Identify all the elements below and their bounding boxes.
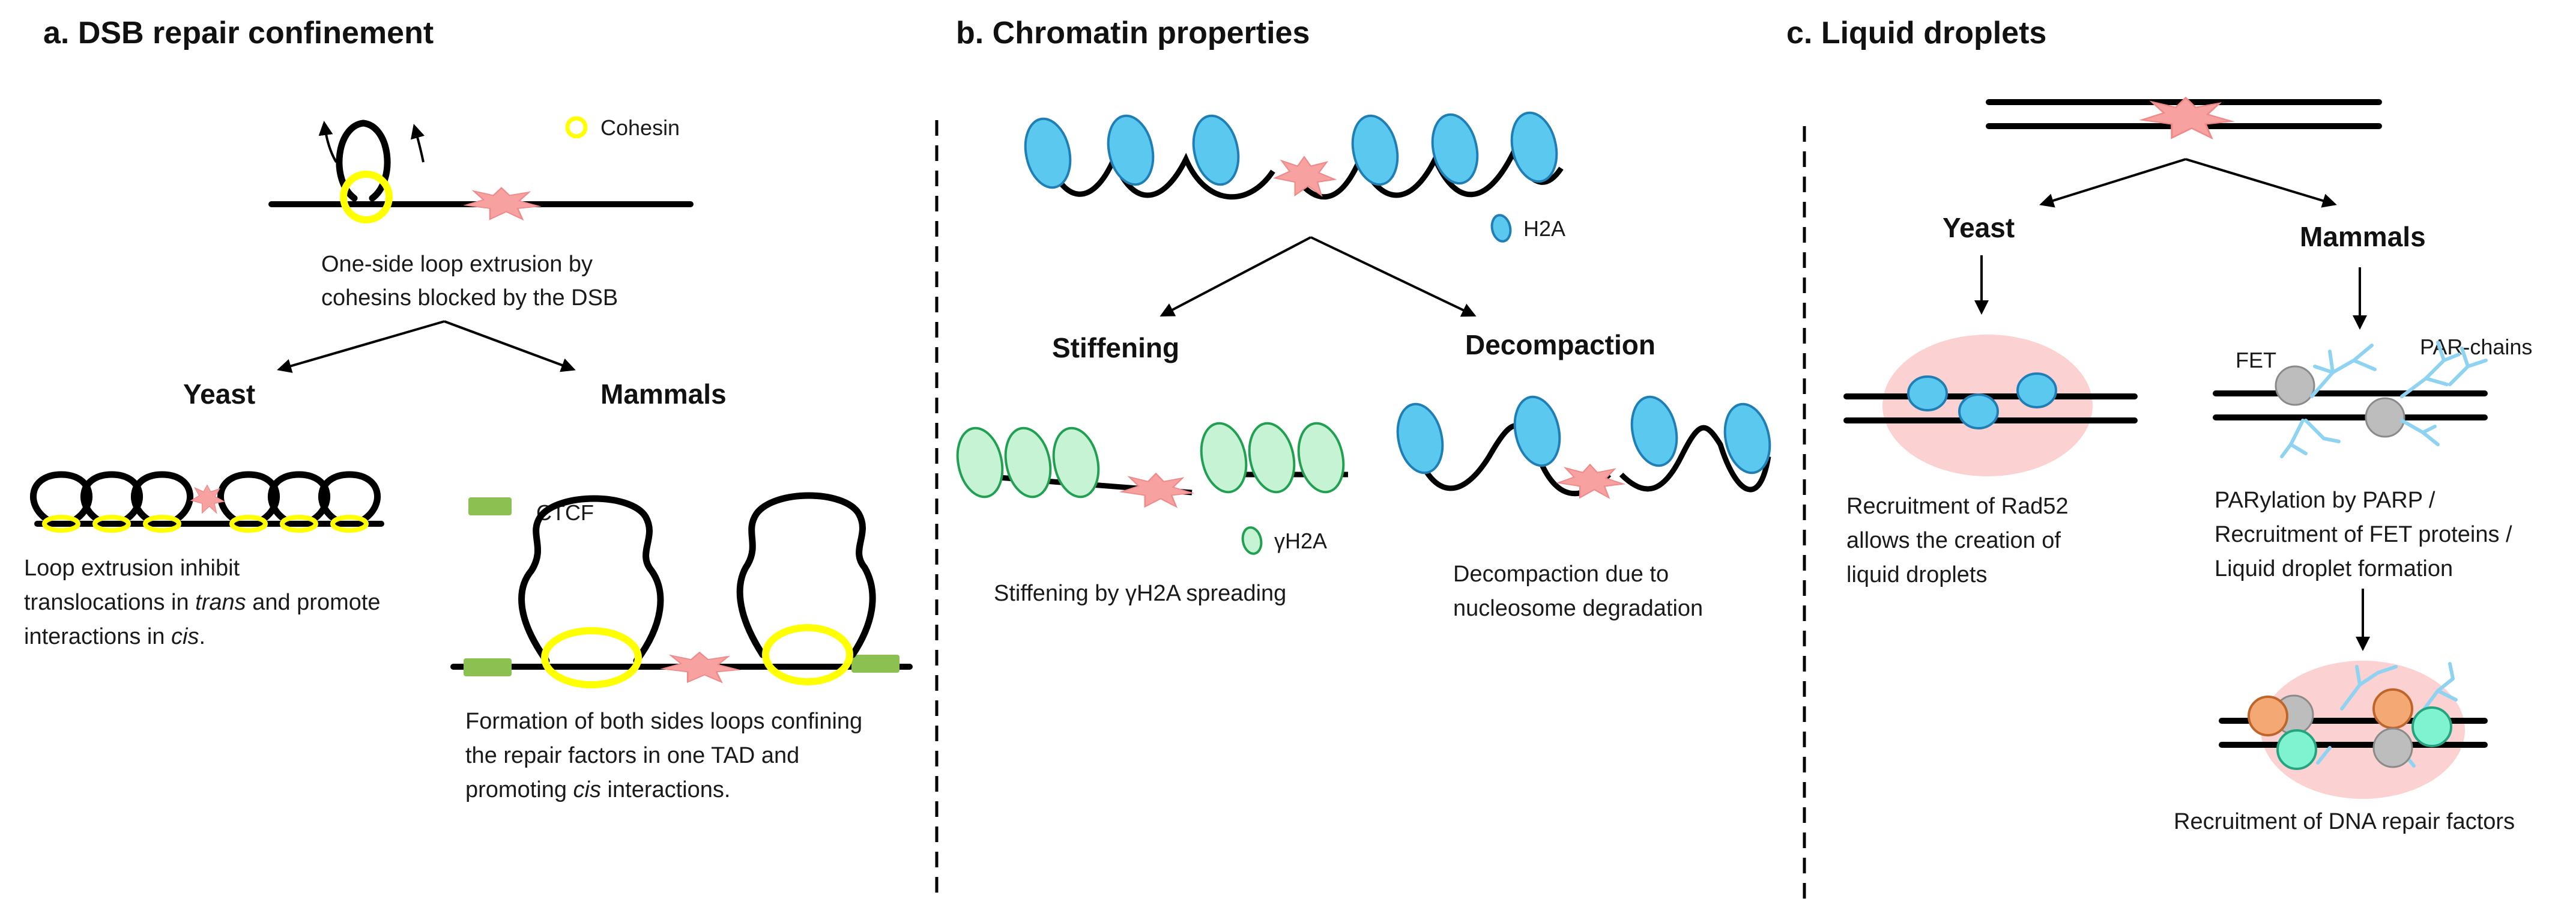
- yeast-loop-array: [30, 471, 384, 533]
- panel-c-caption-yeast-1: Recruitment of Rad52: [1846, 494, 2069, 519]
- repair-droplet: [2219, 661, 2488, 799]
- panel-b-caption-stiffening: Stiffening by γH2A spreading: [994, 581, 1286, 606]
- gamma-h2a-legend-icon: [1241, 526, 1263, 555]
- panel-a-caption-top-1: One-side loop extrusion by: [321, 252, 593, 277]
- panel-a-caption-mammals-3: promoting cis interactions.: [465, 777, 730, 802]
- gamma-h2a-legend-label: γH2A: [1274, 529, 1327, 553]
- h2a-legend-icon: [1490, 214, 1512, 243]
- yeast-droplet: [1843, 335, 2138, 476]
- panel-c-caption-bottom: Recruitment of DNA repair factors: [2174, 809, 2515, 834]
- cohesin-legend-label: Cohesin: [600, 115, 680, 140]
- panel-b-branch-stiffening: Stiffening: [1052, 332, 1179, 363]
- ctcf-legend-icon: [468, 497, 512, 515]
- panel-a-top-schematic: Cohesin: [268, 115, 694, 223]
- panel-b-title: b. Chromatin properties: [956, 16, 1310, 50]
- panel-c-caption-mammals-1: PARylation by PARP /: [2215, 488, 2435, 513]
- panel-a-caption-mammals-2: the repair factors in one TAD and: [465, 743, 799, 768]
- panel-a-caption-yeast-2: translocations in trans and promote: [24, 590, 381, 615]
- repair-factor-orange: [2248, 696, 2288, 736]
- panel-b-branch-decompaction: Decompaction: [1465, 329, 1655, 360]
- par-chains-label: PAR-chains: [2420, 335, 2532, 359]
- panel-a-caption-top-2: cohesins blocked by the DSB: [321, 285, 618, 311]
- rad52-protein: [1907, 375, 1948, 411]
- panel-c: c. Liquid droplets Yeast Mammals Recruit…: [1786, 16, 2532, 834]
- fet-label: FET: [2236, 348, 2276, 372]
- panel-b-top-fiber: H2A: [1024, 111, 1565, 243]
- panel-c-caption-mammals-3: Liquid droplet formation: [2215, 556, 2453, 581]
- mammal-tad-schematic: CTCF: [450, 492, 913, 688]
- panel-b-caption-decompaction-1: Decompaction due to: [1453, 562, 1669, 587]
- cohesin-ring: [340, 171, 393, 223]
- cohesin-legend-icon: [565, 116, 588, 139]
- panel-a-title: a. DSB repair confinement: [43, 16, 434, 50]
- h2a-legend-label: H2A: [1523, 216, 1565, 241]
- panel-b-caption-decompaction-2: nucleosome degradation: [1453, 596, 1703, 621]
- panel-c-caption-yeast-3: liquid droplets: [1846, 562, 1987, 587]
- panel-c-branch-yeast: Yeast: [1943, 212, 2015, 243]
- dsb-star: [465, 187, 540, 220]
- panel-c-branch-mammals: Mammals: [2300, 221, 2426, 252]
- panel-c-top-dna: [1986, 97, 2382, 139]
- repair-factor-teal: [2276, 729, 2317, 770]
- panel-b: b. Chromatin properties H2A Stiffening D…: [956, 16, 1771, 621]
- panel-a-caption-mammals-1: Formation of both sides loops confining: [465, 709, 862, 734]
- panel-a-caption-yeast-3: interactions in cis.: [24, 624, 205, 649]
- panel-a: a. DSB repair confinement Cohesin One-si…: [24, 16, 913, 802]
- panel-c-caption-mammals-2: Recruitment of FET proteins /: [2215, 522, 2512, 547]
- panel-c-title: c. Liquid droplets: [1786, 16, 2046, 50]
- fet-protein: [2275, 365, 2315, 406]
- mammal-parylation: FET PAR-chains: [2213, 335, 2532, 458]
- panel-a-caption-yeast-1: Loop extrusion inhibit: [24, 556, 240, 581]
- panel-a-branch-yeast: Yeast: [183, 378, 255, 410]
- panel-b-stiffened-fiber: γH2A: [956, 422, 1348, 555]
- panel-c-caption-yeast-2: allows the creation of: [1846, 528, 2061, 553]
- panel-a-branch-mammals: Mammals: [600, 378, 727, 410]
- panel-b-decompacted-fiber: [1396, 395, 1771, 499]
